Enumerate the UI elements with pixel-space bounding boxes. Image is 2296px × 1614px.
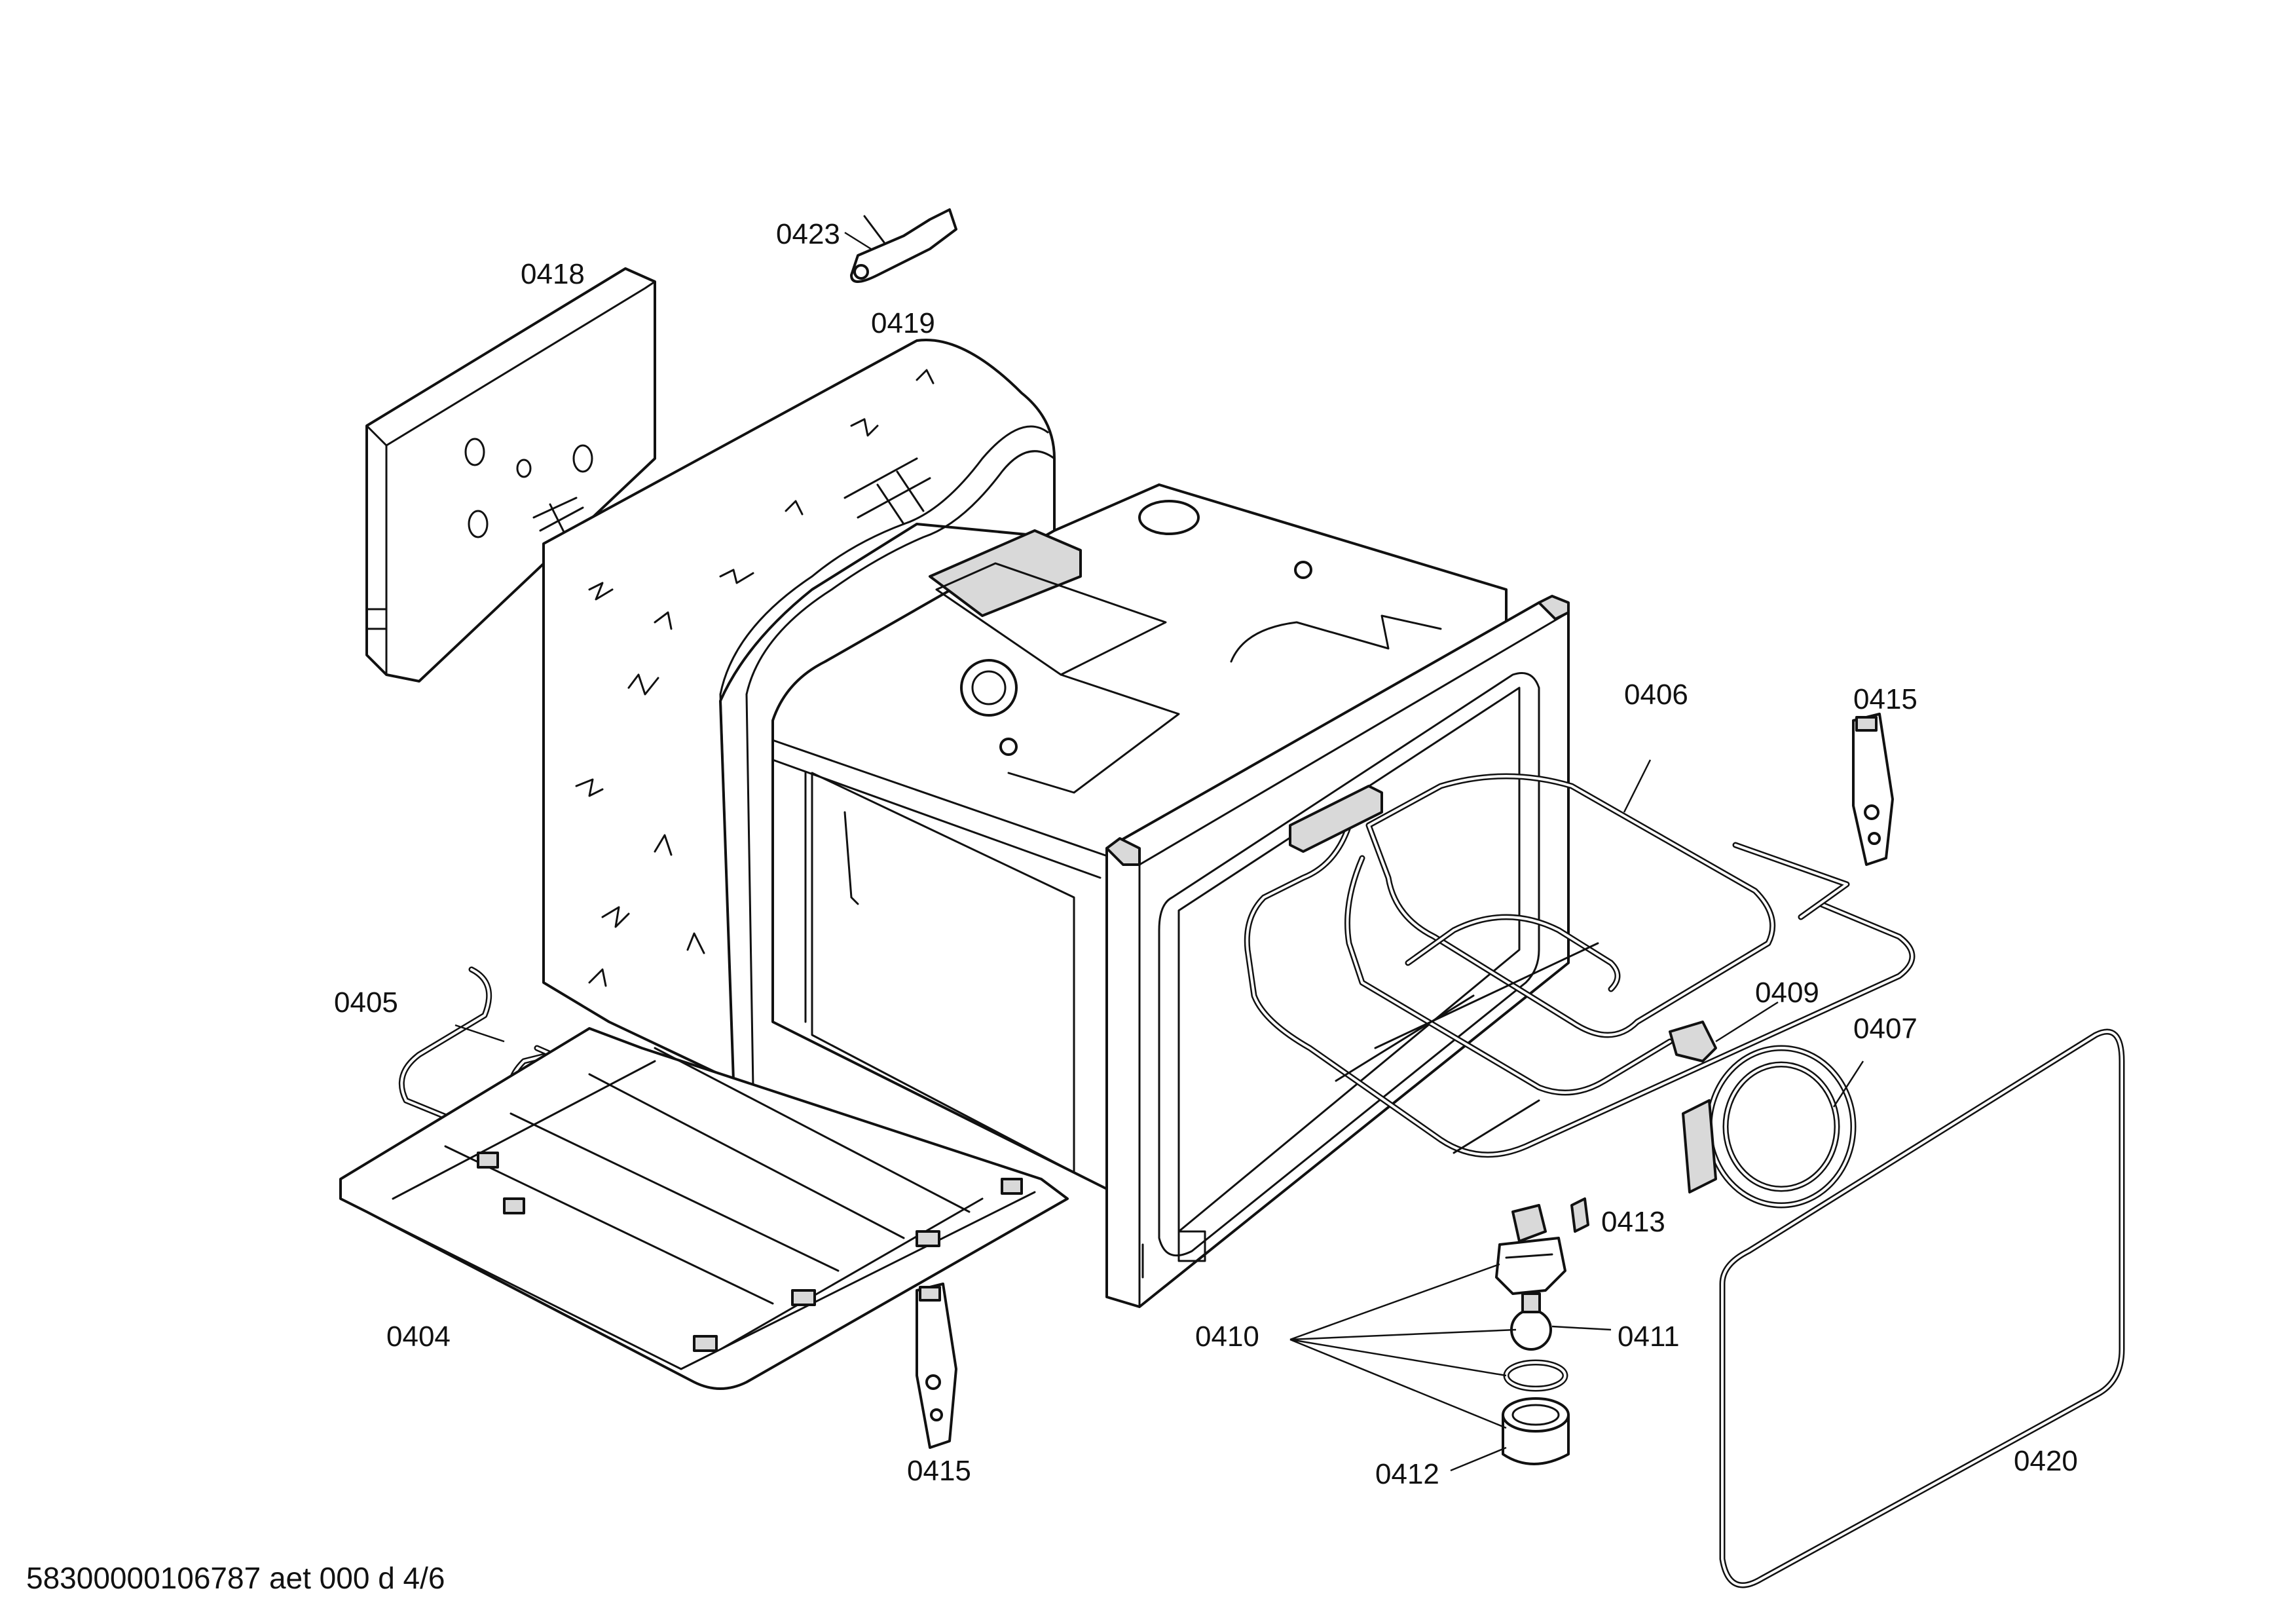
callout-0409: 0409 xyxy=(1755,977,1819,1009)
callout-0405: 0405 xyxy=(334,986,398,1019)
part-0411-lamp-bulb xyxy=(1510,1292,1552,1351)
part-0407-ring-element xyxy=(1682,1045,1857,1209)
part-0409-clip xyxy=(1669,1021,1717,1062)
part-0404-bottom-tray xyxy=(339,1027,1069,1390)
callout-0415-upper: 0415 xyxy=(1853,683,1917,715)
callout-0406: 0406 xyxy=(1624,679,1688,711)
part-0412-lamp-cover xyxy=(1502,1397,1570,1465)
callout-0413: 0413 xyxy=(1601,1206,1665,1238)
part-0406-grill-element xyxy=(1244,773,1916,1158)
front-door-frame xyxy=(1105,595,1570,1308)
leader-lines xyxy=(454,231,1864,1472)
lamp-seal-ring xyxy=(1503,1359,1568,1392)
part-0415-hinge-lower xyxy=(916,1283,957,1449)
part-0423-bracket xyxy=(850,208,957,283)
part-0419-insulation xyxy=(542,339,1056,1089)
part-0418-rear-panel xyxy=(365,267,656,683)
callout-0411: 0411 xyxy=(1618,1321,1680,1353)
callout-0420: 0420 xyxy=(2014,1445,2078,1477)
callout-0410: 0410 xyxy=(1195,1321,1259,1353)
callout-0404: 0404 xyxy=(386,1321,451,1353)
callout-0415-lower: 0415 xyxy=(907,1455,971,1487)
part-0413-connector xyxy=(1570,1197,1589,1233)
callout-0423: 0423 xyxy=(776,218,840,250)
part-0410-lamp-socket xyxy=(1495,1204,1566,1295)
callout-0418: 0418 xyxy=(521,258,585,290)
part-0415-hinge-upper xyxy=(1852,713,1894,866)
callout-0419: 0419 xyxy=(871,307,935,339)
callout-0412: 0412 xyxy=(1375,1458,1439,1490)
document-code: 58300000106787 aet 000 d 4/6 xyxy=(26,1561,445,1595)
callout-0407: 0407 xyxy=(1853,1013,1917,1045)
part-0420-door-seal xyxy=(1719,1028,2125,1588)
